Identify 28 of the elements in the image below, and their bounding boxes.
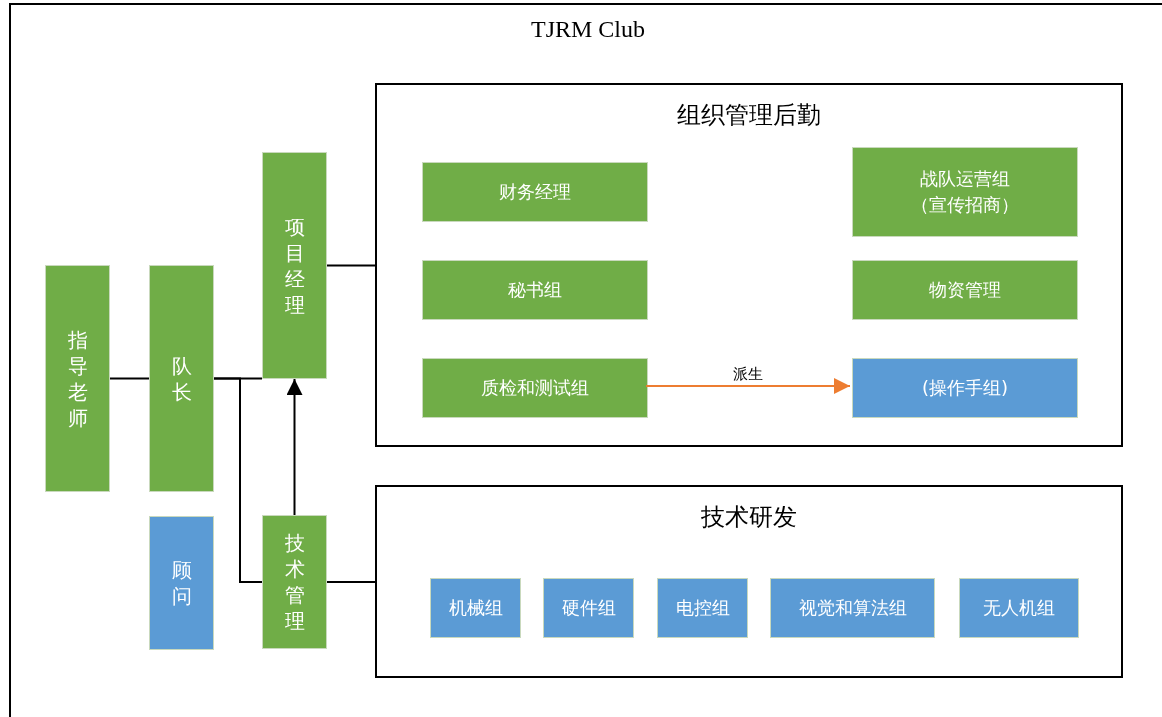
role-box: 指导老师 [45, 265, 110, 492]
role-box: 电控组 [657, 578, 748, 638]
panel-heading: 组织管理后勤 [676, 100, 822, 131]
role-box: 无人机组 [959, 578, 1079, 638]
connector-line [213, 377, 263, 583]
group-panel [375, 485, 1123, 678]
role-box: (操作手组) [852, 358, 1078, 418]
role-box: 质检和测试组 [422, 358, 648, 418]
role-box: 队长 [149, 265, 214, 492]
title-text: TJRM Club [530, 16, 646, 43]
role-box: 顾问 [149, 516, 214, 650]
connector-line [326, 264, 376, 267]
panel-heading: 技术研发 [700, 502, 798, 533]
arrow [645, 378, 851, 394]
role-box: 财务经理 [422, 162, 648, 222]
role-box: 项目经理 [262, 152, 327, 379]
role-box: 机械组 [430, 578, 521, 638]
connector-line [109, 377, 150, 380]
role-box: 秘书组 [422, 260, 648, 320]
role-box: 技术管理 [262, 515, 327, 649]
arrow [286, 378, 303, 516]
edge-label: 派生 [730, 365, 766, 383]
role-box: 物资管理 [852, 260, 1078, 320]
connector-line [326, 581, 376, 583]
role-box: 硬件组 [543, 578, 634, 638]
group-panel [375, 83, 1123, 447]
role-box: 战队运营组（宣传招商） [852, 147, 1078, 237]
role-box: 视觉和算法组 [770, 578, 935, 638]
